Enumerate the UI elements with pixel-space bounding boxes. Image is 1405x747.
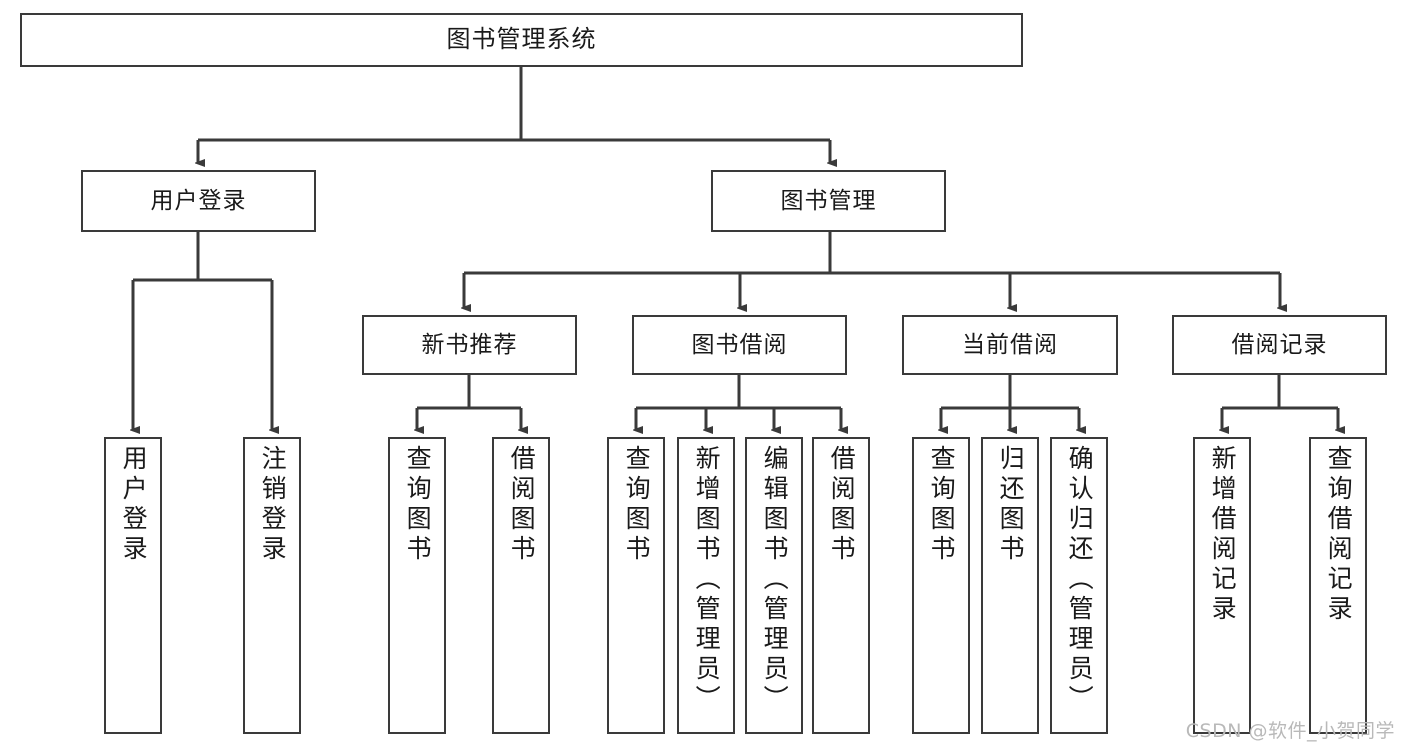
node-new-book-recommend[interactable]: 新书推荐 (362, 315, 577, 375)
node-label: 借阅图书 (507, 445, 537, 565)
leaf-query-book-new[interactable]: 查询图书 (388, 437, 446, 734)
node-label: 图书管理系统 (446, 25, 597, 54)
node-label: 确认归还（管理员） (1065, 445, 1095, 715)
node-borrow-record[interactable]: 借阅记录 (1172, 315, 1387, 375)
node-label: 图书借阅 (691, 331, 788, 358)
node-label: 新书推荐 (421, 331, 518, 358)
leaf-logout[interactable]: 注销登录 (243, 437, 301, 734)
node-current-borrow[interactable]: 当前借阅 (902, 315, 1118, 375)
node-label: 归还图书 (996, 445, 1026, 565)
node-label: 编辑图书（管理员） (760, 445, 790, 715)
leaf-query-borrow-record[interactable]: 查询借阅记录 (1309, 437, 1367, 734)
node-label: 用户登录 (150, 187, 247, 214)
leaf-user-login[interactable]: 用户登录 (104, 437, 162, 734)
node-user-login[interactable]: 用户登录 (81, 170, 316, 232)
leaf-edit-book-admin[interactable]: 编辑图书（管理员） (745, 437, 803, 734)
leaf-return-book[interactable]: 归还图书 (981, 437, 1039, 734)
leaf-query-book-borrow[interactable]: 查询图书 (607, 437, 665, 734)
leaf-confirm-return-admin[interactable]: 确认归还（管理员） (1050, 437, 1108, 734)
leaf-borrow-book-new[interactable]: 借阅图书 (492, 437, 550, 734)
node-label: 查询图书 (403, 445, 433, 565)
node-label: 查询图书 (927, 445, 957, 565)
node-book-management[interactable]: 图书管理 (711, 170, 946, 232)
node-label: 用户登录 (119, 445, 149, 565)
node-label: 注销登录 (258, 445, 288, 565)
node-book-borrow[interactable]: 图书借阅 (632, 315, 847, 375)
node-label: 借阅记录 (1231, 331, 1328, 358)
node-label: 借阅图书 (827, 445, 857, 565)
node-label: 新增借阅记录 (1208, 445, 1238, 625)
leaf-add-borrow-record[interactable]: 新增借阅记录 (1193, 437, 1251, 734)
leaf-query-book-current[interactable]: 查询图书 (912, 437, 970, 734)
node-root-system[interactable]: 图书管理系统 (20, 13, 1023, 67)
leaf-borrow-book[interactable]: 借阅图书 (812, 437, 870, 734)
node-label: 查询图书 (622, 445, 652, 565)
node-label: 查询借阅记录 (1324, 445, 1354, 625)
leaf-add-book-admin[interactable]: 新增图书（管理员） (677, 437, 735, 734)
node-label: 当前借阅 (962, 331, 1058, 358)
node-label: 新增图书（管理员） (692, 445, 722, 715)
node-label: 图书管理 (780, 187, 877, 214)
